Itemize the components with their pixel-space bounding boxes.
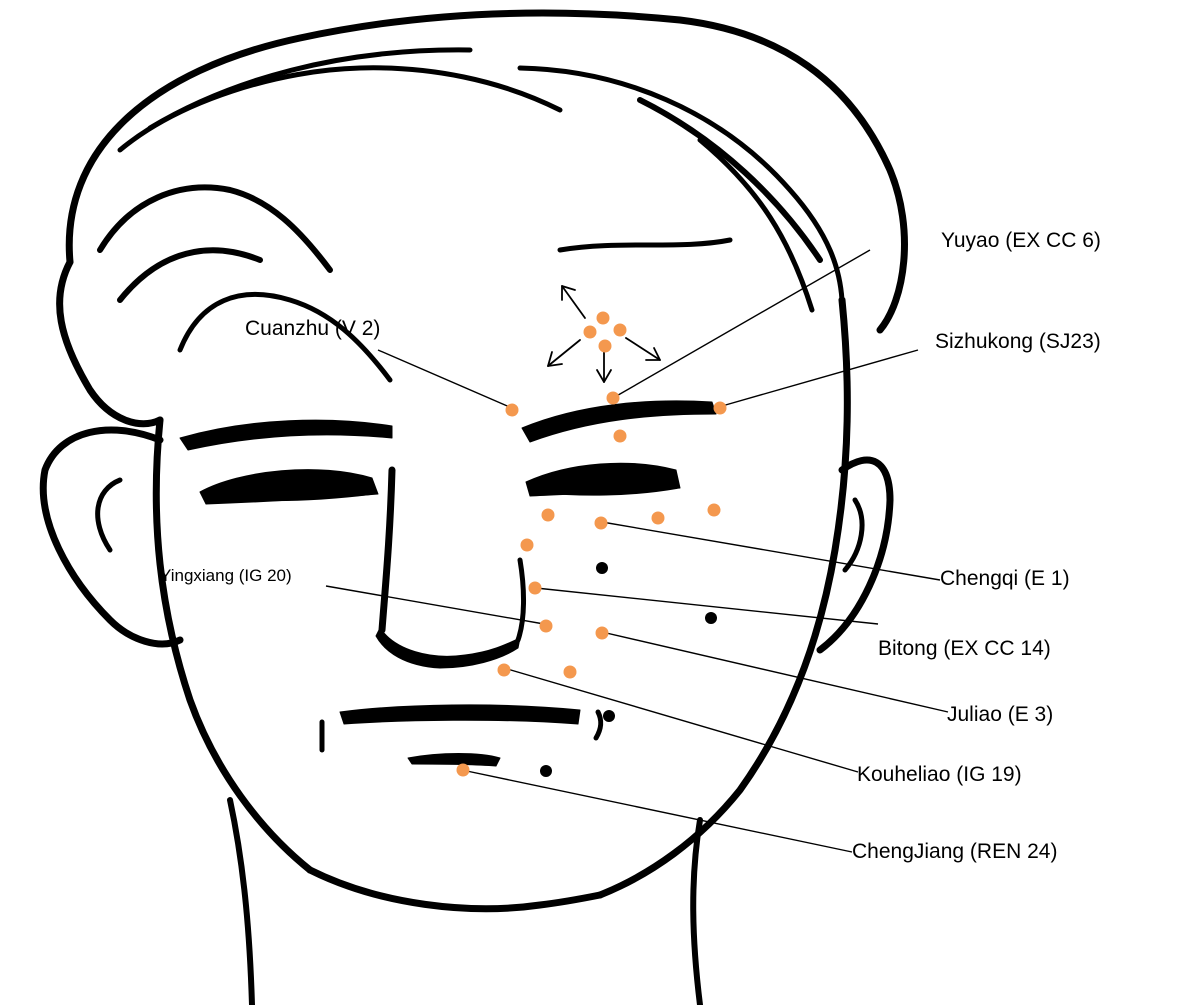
hair-strand <box>560 240 730 250</box>
labels: Yuyao (EX CC 6) Cuanzhu (V 2) Sizhukong … <box>160 229 1101 863</box>
acupoint-juliao <box>596 627 609 640</box>
acupoint-dot <box>708 504 721 517</box>
ear-right-inner <box>845 500 862 570</box>
label-cuanzhu: Cuanzhu (V 2) <box>245 317 380 340</box>
leader-sizhukong <box>722 350 918 406</box>
leader-yingxiang <box>326 586 544 624</box>
upper-lip <box>340 705 580 724</box>
hair-fringe-strand <box>120 250 260 300</box>
acupoint-bitong <box>529 582 542 595</box>
hair-outline <box>69 13 904 330</box>
acupoint-dot <box>614 324 627 337</box>
hair-strand <box>640 100 820 260</box>
chin-line <box>310 870 600 909</box>
label-sizhukong: Sizhukong (SJ23) <box>935 330 1101 353</box>
arrow-down-left <box>548 340 580 366</box>
face-contour-right <box>600 300 847 895</box>
acupoint-chengjiang <box>457 764 470 777</box>
acupoint-cuanzhu <box>506 404 519 417</box>
acupoint-dot <box>599 340 612 353</box>
face-line-art <box>43 13 904 1005</box>
hair-strand <box>150 50 470 128</box>
acupoint-dot <box>542 509 555 522</box>
direction-arrows <box>548 286 660 382</box>
label-yingxiang: Yingxiang (IG 20) <box>160 566 292 585</box>
arrow-up-left <box>562 286 585 318</box>
acupoint-dot <box>652 512 665 525</box>
label-chengqi: Chengqi (E 1) <box>940 567 1070 590</box>
mouth-corner-right <box>596 712 601 738</box>
label-juliao: Juliao (E 3) <box>947 703 1053 726</box>
acupoint-kouheliao <box>498 664 511 677</box>
leader-chengjiang <box>462 770 852 852</box>
nose-bridge <box>382 470 392 630</box>
hair-fringe-strand <box>100 188 330 271</box>
label-chengjiang: ChengJiang (REN 24) <box>852 840 1057 863</box>
neck-left <box>230 800 252 1005</box>
acupoint-chengqi <box>595 517 608 530</box>
acupoint-yingxiang <box>540 620 553 633</box>
label-kouheliao: Kouheliao (IG 19) <box>857 763 1022 786</box>
acupoint-yuyao <box>607 392 620 405</box>
ear-left-inner <box>98 480 120 550</box>
reference-dot <box>540 765 552 777</box>
reference-dot <box>705 612 717 624</box>
leader-yuyao <box>613 250 870 398</box>
acupoint-dot <box>614 430 627 443</box>
leader-cuanzhu <box>378 350 512 408</box>
acupoint-dot <box>597 312 610 325</box>
label-bitong: Bitong (EX CC 14) <box>878 637 1051 660</box>
reference-dot <box>603 710 615 722</box>
acupoint-dot <box>521 539 534 552</box>
label-yuyao: Yuyao (EX CC 6) <box>941 229 1101 252</box>
acupoint-dot <box>584 326 597 339</box>
acupoint-dot <box>564 666 577 679</box>
reference-dot <box>596 562 608 574</box>
nose-right <box>518 560 524 640</box>
lower-lip <box>408 754 500 767</box>
nose-base <box>376 628 520 668</box>
hair-fringe-left <box>60 262 160 424</box>
eyebrow-left <box>180 420 392 450</box>
neck-right <box>693 820 700 1005</box>
acupoint-sizhukong <box>714 402 727 415</box>
